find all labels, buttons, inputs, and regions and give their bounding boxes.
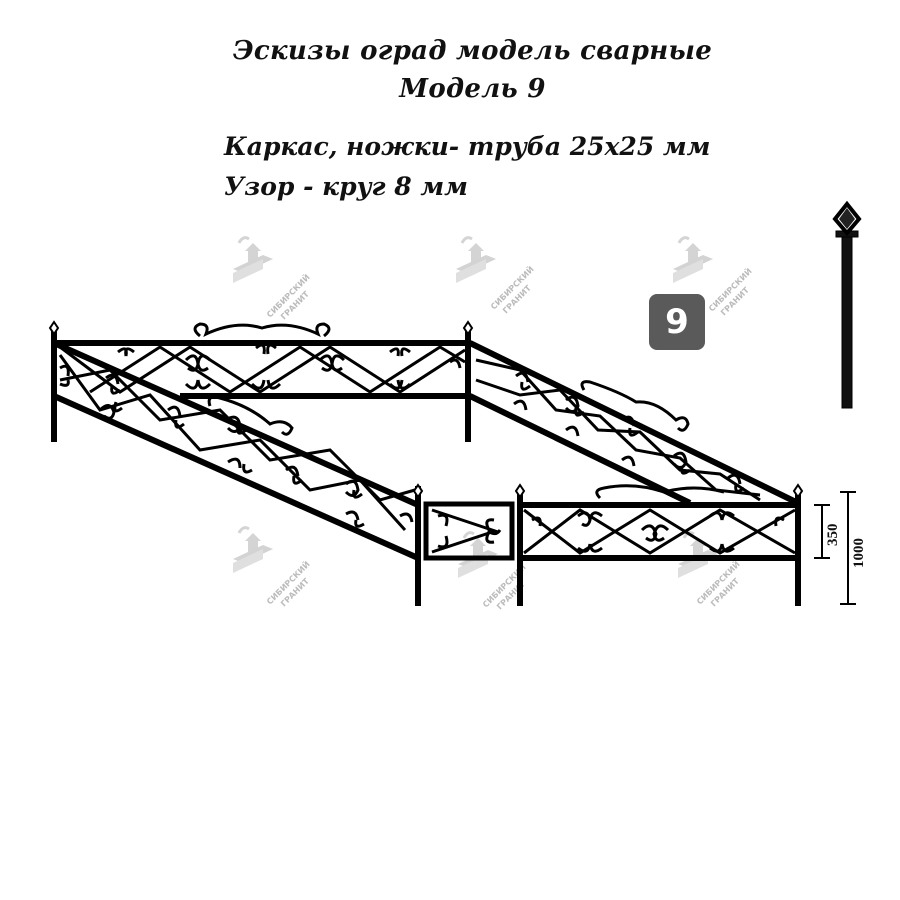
right-fence-panel: [468, 340, 800, 506]
pattern-spec: Узор - круг 8 мм: [224, 172, 468, 201]
back-fence-panel: [54, 322, 471, 442]
left-fence-panel: [51, 325, 420, 561]
model-number-badge: 9: [649, 294, 705, 350]
dimension-1000: 1000: [851, 538, 867, 568]
front-fence-panel: [517, 484, 801, 606]
dimension-350: 350: [825, 524, 841, 547]
frame-spec: Каркас, ножки- труба 25х25 мм: [224, 132, 711, 161]
gate-panel: [415, 486, 515, 606]
post-detail: [832, 200, 862, 409]
page-title: Эскизы оград модель сварные: [232, 36, 713, 66]
model-subtitle: Модель 9: [399, 74, 546, 104]
dimension-lines: [814, 491, 856, 605]
